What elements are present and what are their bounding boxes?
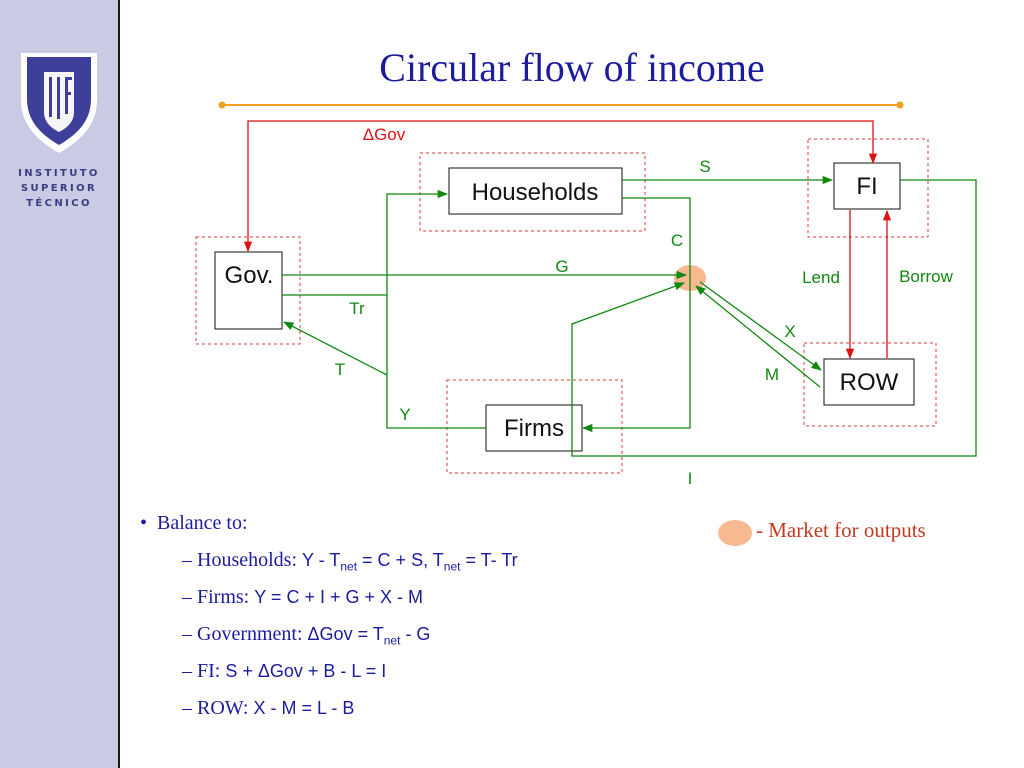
savings-label: S [699, 157, 710, 176]
balance-item-row: – ROW: X - M = L - B [182, 697, 355, 719]
balance-item-fi: – FI: S + ΔGov + B - L = I [182, 660, 387, 682]
firms-label: Firms [504, 415, 564, 442]
balance-item-firms: – Firms: Y = C + I + G + X - M [182, 586, 423, 608]
title-rule [218, 101, 904, 109]
investment-arrow [571, 179, 977, 457]
balance-item-government: – Government: ΔGov = Tnet - G [182, 623, 431, 648]
imports-arrow [695, 285, 821, 388]
gov-label: Gov. [225, 262, 274, 289]
taxes-arrow [283, 321, 388, 376]
row-label: ROW [840, 369, 899, 396]
delta-gov-label: ΔGov [363, 125, 406, 144]
bullet-icon: • [140, 512, 158, 534]
logo-text-line-1: INSTITUTO [18, 168, 100, 179]
exports-arrow [699, 281, 822, 371]
lend-label: Lend [802, 268, 840, 287]
consumption-label: C [671, 231, 683, 250]
exports-label: X [784, 322, 795, 341]
delta-gov-arrow [243, 120, 878, 253]
slide-title: Circular flow of income [379, 45, 765, 90]
ist-shield-logo [21, 53, 97, 153]
balance-heading: • Balance to: [140, 512, 248, 534]
gov-box [214, 251, 283, 330]
logo-text-line-3: TÉCNICO [26, 198, 92, 209]
households-label: Households [472, 179, 599, 206]
imports-label: M [765, 365, 779, 384]
fi-label: FI [856, 173, 877, 200]
logo-text-line-2: SUPERIOR [20, 183, 98, 194]
consumption-arrow [581, 197, 691, 433]
market-legend-text: - Market for outputs [756, 518, 926, 542]
taxes-label: T [335, 360, 345, 379]
gov-spending-label: G [555, 257, 568, 276]
market-legend-swatch [718, 520, 752, 546]
sidebar: INSTITUTO SUPERIOR TÉCNICO [0, 0, 120, 768]
investment-label: I [688, 469, 693, 488]
row-box [823, 358, 915, 406]
income-arrow [386, 189, 486, 429]
firms-frame [446, 379, 623, 474]
transfers-label: Tr [349, 299, 365, 318]
balance-item-households: – Households: Y - Tnet = C + S, Tnet = T… [182, 549, 518, 574]
borrow-label: Borrow [899, 267, 954, 286]
row-frame [803, 342, 937, 427]
gov-frame [195, 236, 301, 345]
income-label: Y [399, 405, 410, 424]
